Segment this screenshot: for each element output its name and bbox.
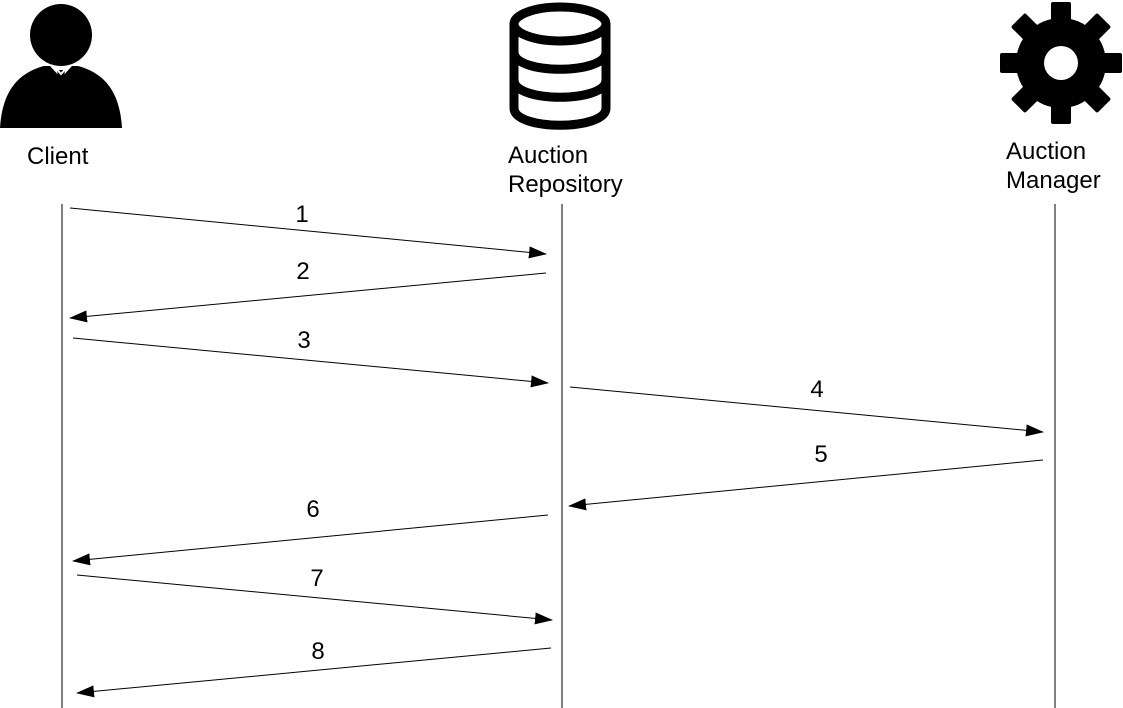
person-icon	[0, 4, 122, 128]
message-label: 2	[296, 258, 309, 285]
message-6: 6	[72, 496, 549, 566]
message-label: 7	[310, 565, 323, 592]
message-arrow	[72, 514, 549, 566]
actor-label-manager: Auction Manager	[1006, 137, 1101, 195]
message-label: 1	[295, 201, 308, 228]
database-icon	[509, 2, 611, 130]
message-arrow	[72, 337, 549, 388]
message-7: 7	[76, 565, 553, 625]
message-2: 2	[69, 258, 547, 323]
actor-label-line: Client	[27, 143, 89, 170]
actor-label-line: Auction	[1006, 138, 1087, 165]
message-arrow	[76, 647, 552, 698]
message-5: 5	[568, 441, 1044, 511]
message-label: 4	[810, 376, 823, 403]
message-label: 8	[311, 638, 324, 665]
actor-label-repository: Auction Repository	[508, 141, 623, 199]
message-8: 8	[76, 638, 552, 698]
message-arrow	[69, 207, 547, 259]
message-arrow	[69, 272, 547, 323]
gear-icon	[1000, 2, 1122, 124]
message-1: 1	[69, 201, 547, 259]
actor-label-client: Client	[27, 142, 88, 171]
actor-label-line: Auction	[508, 142, 589, 169]
message-3: 3	[72, 327, 549, 388]
actor-label-line: Manager	[1006, 167, 1101, 194]
actor-label-line: Repository	[508, 171, 623, 198]
message-label: 5	[814, 441, 827, 468]
message-arrow	[568, 459, 1044, 511]
message-label: 3	[297, 327, 310, 354]
message-arrow	[569, 386, 1044, 437]
message-label: 6	[306, 496, 319, 523]
message-arrow	[76, 574, 553, 625]
message-4: 4	[569, 376, 1044, 437]
